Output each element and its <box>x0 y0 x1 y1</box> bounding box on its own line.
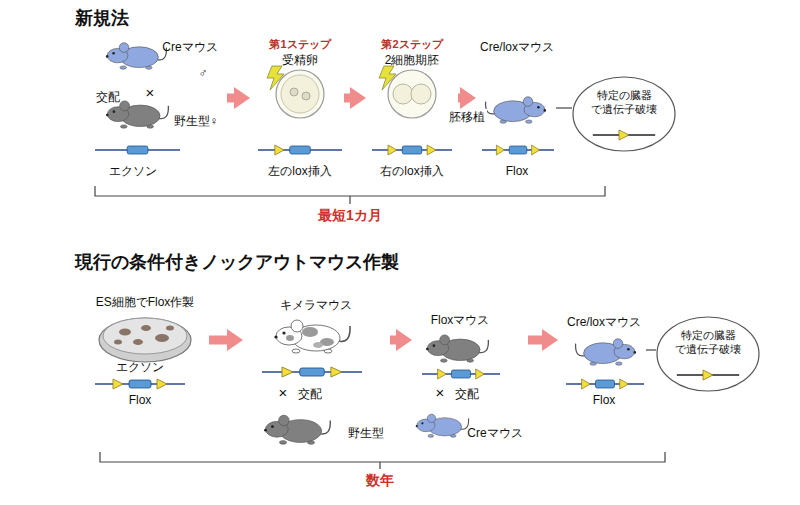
stage-label: × <box>146 84 155 102</box>
duration-label: 数年 <box>366 472 394 490</box>
cre-lox-mouse-part <box>486 97 547 123</box>
process-arrow <box>209 336 227 345</box>
fertilized-egg-part <box>281 75 319 113</box>
cre-lox-mouse <box>486 97 547 123</box>
stage-group: Floxマウス × 交配 Creマウス <box>414 310 526 450</box>
section-heading: 現行の条件付きノックアウトマウス作製 <box>75 250 399 274</box>
stage-label: Flox <box>593 393 616 407</box>
stage-label: 交配 <box>96 90 120 104</box>
petri-dish-part <box>166 326 174 331</box>
stage-label: × <box>279 384 288 402</box>
callout-text: 特定の臓器 で遺伝子破壊 <box>668 329 748 357</box>
callout-text: 特定の臓器 で遺伝子破壊 <box>584 89 664 117</box>
duration-label: 最短1カ月 <box>318 207 382 225</box>
fertilized-egg-part <box>276 70 324 118</box>
lox-site <box>703 370 713 380</box>
petri-dish-part <box>155 334 169 342</box>
petri-dish-part <box>133 339 143 345</box>
callout-bubble: 特定の臓器 で遺伝子破壊 <box>656 316 760 392</box>
stage-label: Floxマウス <box>431 313 490 327</box>
step-label: 第2ステップ <box>381 38 442 51</box>
petri-dish-part <box>114 340 122 345</box>
two-cell-embryo-part <box>388 70 436 118</box>
leader-line <box>556 107 572 108</box>
fertilized-egg <box>276 70 324 118</box>
bubble-outline <box>573 77 675 151</box>
stage-label: × <box>436 384 445 402</box>
process-arrow <box>227 94 234 103</box>
petri-dish <box>99 318 191 362</box>
stage-label: キメラマウス <box>280 298 352 312</box>
petri-dish-part <box>103 318 187 354</box>
stage-label: 野生型♀ <box>174 114 219 128</box>
leader-line <box>646 349 656 350</box>
stage-label: 交配 <box>298 387 322 401</box>
stage-group: Creマウス ♂ 交配 × 野生型♀ エクソン <box>88 36 225 186</box>
stage-label: Creマウス <box>467 426 522 440</box>
process-arrow <box>528 336 542 345</box>
stage-label: Cre/loxマウス <box>567 315 641 329</box>
stage-group: 第1ステップ受精卵左のlox挿入 <box>252 36 342 186</box>
bracket <box>95 186 605 204</box>
stage-label: Flox <box>506 164 529 178</box>
stage-label: 左のlox挿入 <box>268 164 331 178</box>
stage-group: キメラマウス × 交配野生型 <box>245 295 388 450</box>
flox-gene <box>262 367 362 377</box>
petri-dish-part <box>119 329 131 336</box>
stage-label: ♂ <box>199 66 208 80</box>
chimera-mouse <box>274 320 350 353</box>
stage-group: ES細胞でFlox作製エクソン Flox <box>85 292 207 410</box>
section-heading: 新規法 <box>75 6 129 30</box>
stage-label: 2細胞期胚 <box>385 53 440 67</box>
exon-gene <box>95 146 180 154</box>
stage-label: Flox <box>129 393 152 407</box>
flox-gene <box>95 379 185 389</box>
flox-gene <box>482 145 554 155</box>
flox-gene <box>422 369 500 379</box>
stage-label: 交配 <box>455 387 479 401</box>
flox-gene <box>566 379 644 389</box>
lightning-bolt <box>267 66 284 90</box>
stage-label: 受精卵 <box>282 53 318 67</box>
cre-lox-mouse <box>576 339 637 365</box>
stage-label: 野生型 <box>348 426 384 440</box>
stage-label: エクソン <box>109 164 157 178</box>
cre-mouse <box>416 414 469 437</box>
edge-label: 胚移植 <box>447 109 487 126</box>
cre-mouse <box>106 43 167 69</box>
lightning-bolt <box>379 66 396 90</box>
two-cell-embryo <box>388 70 436 118</box>
process-arrow <box>390 336 396 345</box>
flox-gene <box>372 145 452 155</box>
two-cell-embryo-part <box>393 84 413 104</box>
process-arrow <box>344 94 350 103</box>
lox-site <box>619 130 629 140</box>
two-cell-embryo-part <box>411 84 431 104</box>
stage-group: 第2ステップ 2細胞期胚右のlox挿入 <box>368 36 456 186</box>
stage-label: Creマウス <box>162 40 217 54</box>
cre-lox-mouse-part <box>576 339 637 365</box>
stage-label: Cre/loxマウス <box>480 40 554 54</box>
stage-group: Cre/loxマウス Flox <box>478 36 556 186</box>
wild-type-mouse <box>264 415 330 444</box>
process-arrow <box>458 94 460 103</box>
stage-label: 右のlox挿入 <box>380 164 443 178</box>
stage-label: ES細胞でFlox作製 <box>96 295 195 309</box>
flox-mouse <box>426 335 488 362</box>
callout-bubble: 特定の臓器 で遺伝子破壊 <box>572 76 676 152</box>
step-label: 第1ステップ <box>269 38 330 51</box>
bubble-outline <box>657 317 759 391</box>
stage-label: エクソン <box>116 360 164 374</box>
petri-dish-part <box>99 318 191 362</box>
bracket <box>100 452 665 469</box>
fertilized-egg-part <box>302 92 310 100</box>
lox-gene <box>258 145 342 155</box>
fertilized-egg-part <box>290 88 298 96</box>
petri-dish-part <box>141 325 151 331</box>
stage-group: Cre/loxマウス Flox <box>560 312 646 412</box>
wild-type-mouse <box>106 101 168 128</box>
